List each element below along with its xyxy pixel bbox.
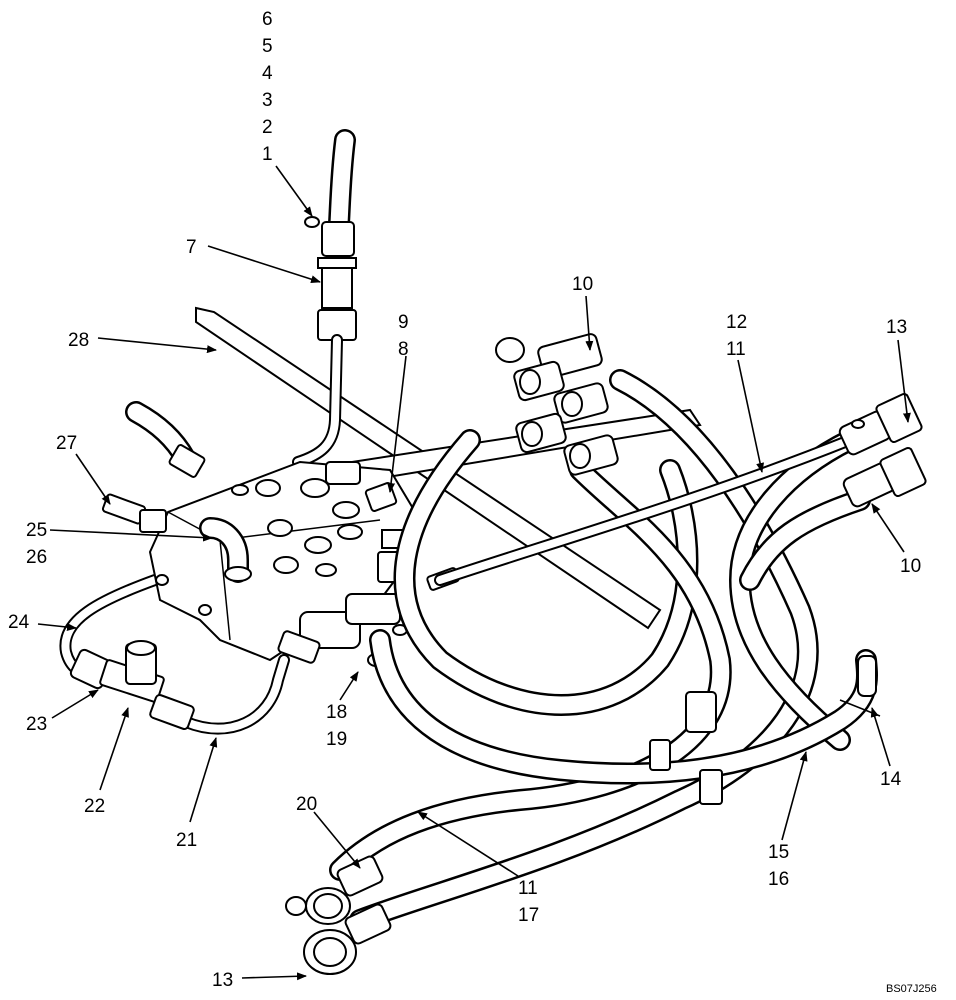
hose-clamp: [649, 655, 881, 805]
tee-fitting: [69, 640, 195, 730]
callout-10-top: 10: [572, 274, 593, 295]
callout-12: 12: [726, 312, 747, 333]
callout-20: 20: [296, 794, 317, 815]
control-valve: [101, 460, 460, 667]
callout-13-right: 13: [886, 317, 907, 338]
callout-14: 14: [880, 769, 902, 790]
callout-21: 21: [176, 830, 197, 851]
callout-4: 4: [262, 63, 273, 84]
callout-11-top: 11: [726, 339, 746, 360]
callout-27: 27: [56, 433, 77, 454]
callout-7: 7: [186, 237, 197, 258]
fitting-cluster-bottom: [285, 855, 392, 975]
callout-6: 6: [262, 9, 273, 30]
drawing-code: BS07J256: [886, 983, 937, 995]
callout-labels: 6 5 4 3 2 1 7 28 9 8 10 12 11 13 27 25 2…: [8, 9, 921, 991]
callout-25: 25: [26, 520, 47, 541]
callout-2: 2: [262, 117, 273, 138]
auxiliary-hose-left: [125, 401, 206, 478]
callout-22: 22: [84, 796, 105, 817]
callout-10-right: 10: [900, 556, 921, 577]
callout-15: 15: [768, 842, 789, 863]
callout-8: 8: [398, 339, 409, 360]
callout-16: 16: [768, 869, 789, 890]
callout-5: 5: [262, 36, 273, 57]
leader-lines: [37, 165, 911, 981]
callout-1: 1: [262, 144, 273, 165]
callout-9: 9: [398, 312, 409, 333]
callout-17: 17: [518, 905, 539, 926]
callout-24: 24: [8, 612, 30, 633]
hose-assemblies: [329, 369, 878, 931]
callout-18: 18: [326, 702, 347, 723]
fitting-cluster-right: [838, 393, 927, 508]
fitting-cluster-top: [495, 333, 619, 476]
callout-26: 26: [26, 547, 47, 568]
callout-28: 28: [68, 330, 89, 351]
callout-13-bottom: 13: [212, 970, 233, 991]
callout-19: 19: [326, 729, 347, 750]
inlet-hose: [292, 129, 357, 468]
callout-11-bottom: 11: [518, 878, 538, 899]
callout-23: 23: [26, 714, 47, 735]
callout-3: 3: [262, 90, 273, 111]
